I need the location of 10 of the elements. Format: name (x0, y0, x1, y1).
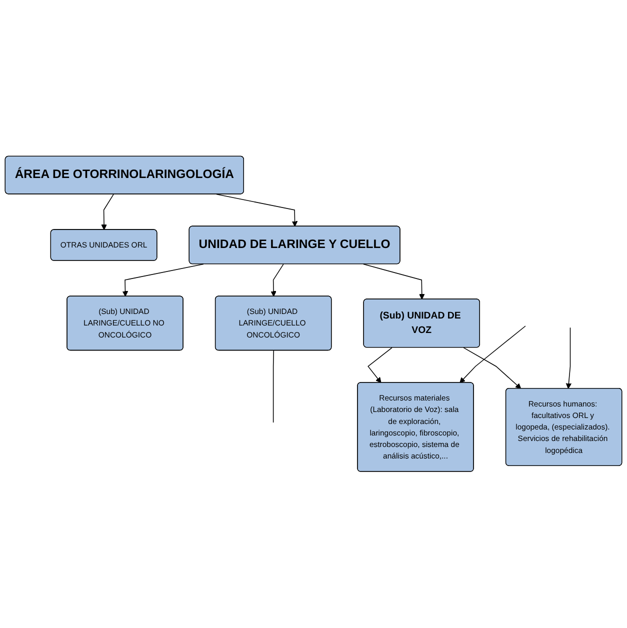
arrow (101, 194, 114, 230)
arrow (363, 264, 425, 300)
arrow (216, 194, 298, 227)
arrow (463, 347, 522, 390)
arrow (122, 264, 204, 297)
arrow (566, 327, 572, 390)
connector (272, 350, 274, 424)
arrow (368, 347, 392, 384)
arrow (270, 264, 284, 297)
arrow (460, 326, 526, 384)
